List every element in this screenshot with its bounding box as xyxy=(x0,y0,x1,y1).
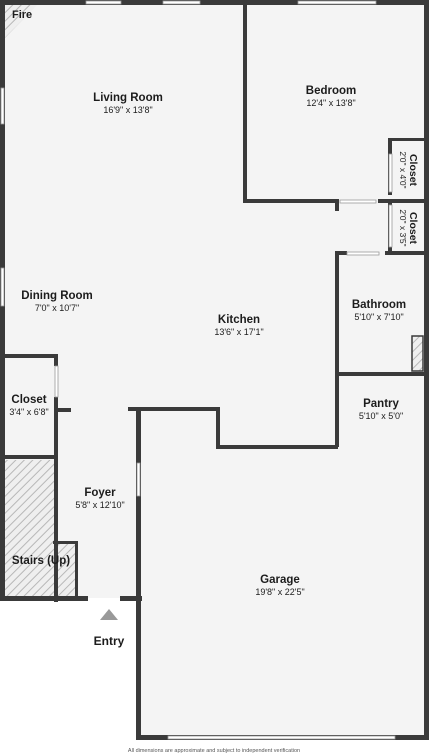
door-bath-closet xyxy=(346,251,380,256)
door-bedroom xyxy=(339,199,377,204)
door-closet-right-2 xyxy=(388,204,393,248)
disclaimer: All dimensions are approximate and subje… xyxy=(127,748,301,754)
room-closet-3: Closet 3'4" x 6'8" xyxy=(9,393,48,419)
entry-arrow-icon xyxy=(100,609,118,620)
room-dims: 2'0" x 4'0" xyxy=(397,151,408,189)
room-bedroom: Bedroom 12'4" x 13'8" xyxy=(306,84,356,110)
fire-label: Fire xyxy=(12,9,33,21)
door-garage xyxy=(136,462,141,497)
room-closet-1: Closet 2'0" x 4'0" xyxy=(397,151,419,188)
room-name: Garage xyxy=(260,574,300,587)
room-dims: 5'8" x 12'10" xyxy=(75,500,125,511)
hatched-areas xyxy=(3,4,424,598)
bathroom-fixture xyxy=(411,335,424,372)
stairs-hatch xyxy=(5,460,77,598)
room-dims: 12'4" x 13'8" xyxy=(306,98,356,109)
fireplace xyxy=(3,4,38,40)
room-name: Stairs (Up) xyxy=(11,554,71,567)
room-dims: 13'6" x 17'1" xyxy=(214,327,264,338)
room-living: Living Room 16'9" x 13'8" xyxy=(93,91,163,117)
window-dining-left xyxy=(0,267,5,307)
room-dims: 3'4" x 6'8" xyxy=(9,407,49,418)
room-name: Kitchen xyxy=(217,314,261,327)
room-name: Bedroom xyxy=(305,85,357,98)
room-dims: 16'9" x 13'8" xyxy=(103,105,153,116)
window-living-left xyxy=(0,87,5,125)
room-name: Living Room xyxy=(93,92,163,105)
room-bathroom: Bathroom 5'10" x 7'10" xyxy=(352,298,406,324)
room-kitchen: Kitchen 13'6" x 17'1" xyxy=(214,313,263,339)
windows xyxy=(0,0,396,740)
room-name: Closet xyxy=(406,211,419,245)
room-name: Bathroom xyxy=(351,299,407,312)
window-living-top-2 xyxy=(162,0,201,5)
room-dining: Dining Room 7'0" x 10'7" xyxy=(21,289,93,315)
door-closet-right-1 xyxy=(388,153,393,193)
room-dims: 19'8" x 22'5" xyxy=(255,587,305,598)
room-garage: Garage 19'8" x 22'5" xyxy=(255,573,304,599)
room-name: Closet xyxy=(11,394,47,407)
room-dims: 5'10" x 7'10" xyxy=(354,312,404,323)
window-living-top xyxy=(85,0,122,5)
room-name: Pantry xyxy=(363,398,399,411)
room-name: Foyer xyxy=(84,487,116,500)
room-pantry: Pantry 5'10" x 5'0" xyxy=(359,397,403,423)
room-dims: 5'10" x 5'0" xyxy=(358,411,404,422)
floor-areas xyxy=(3,4,426,738)
entry-label: Entry xyxy=(93,634,125,648)
room-foyer: Foyer 5'8" x 12'10" xyxy=(75,486,124,512)
room-dims: 7'0" x 10'7" xyxy=(34,303,80,314)
window-garage-bottom xyxy=(167,735,396,740)
room-closet-2: Closet 2'0" x 3'5" xyxy=(397,209,419,246)
room-name: Dining Room xyxy=(21,290,93,303)
door-closet-left xyxy=(54,365,59,398)
room-dims: 2'0" x 3'5" xyxy=(397,209,408,247)
room-name: Closet xyxy=(406,153,419,187)
room-stairs: Stairs (Up) xyxy=(12,554,70,568)
window-bedroom-top xyxy=(297,0,377,5)
